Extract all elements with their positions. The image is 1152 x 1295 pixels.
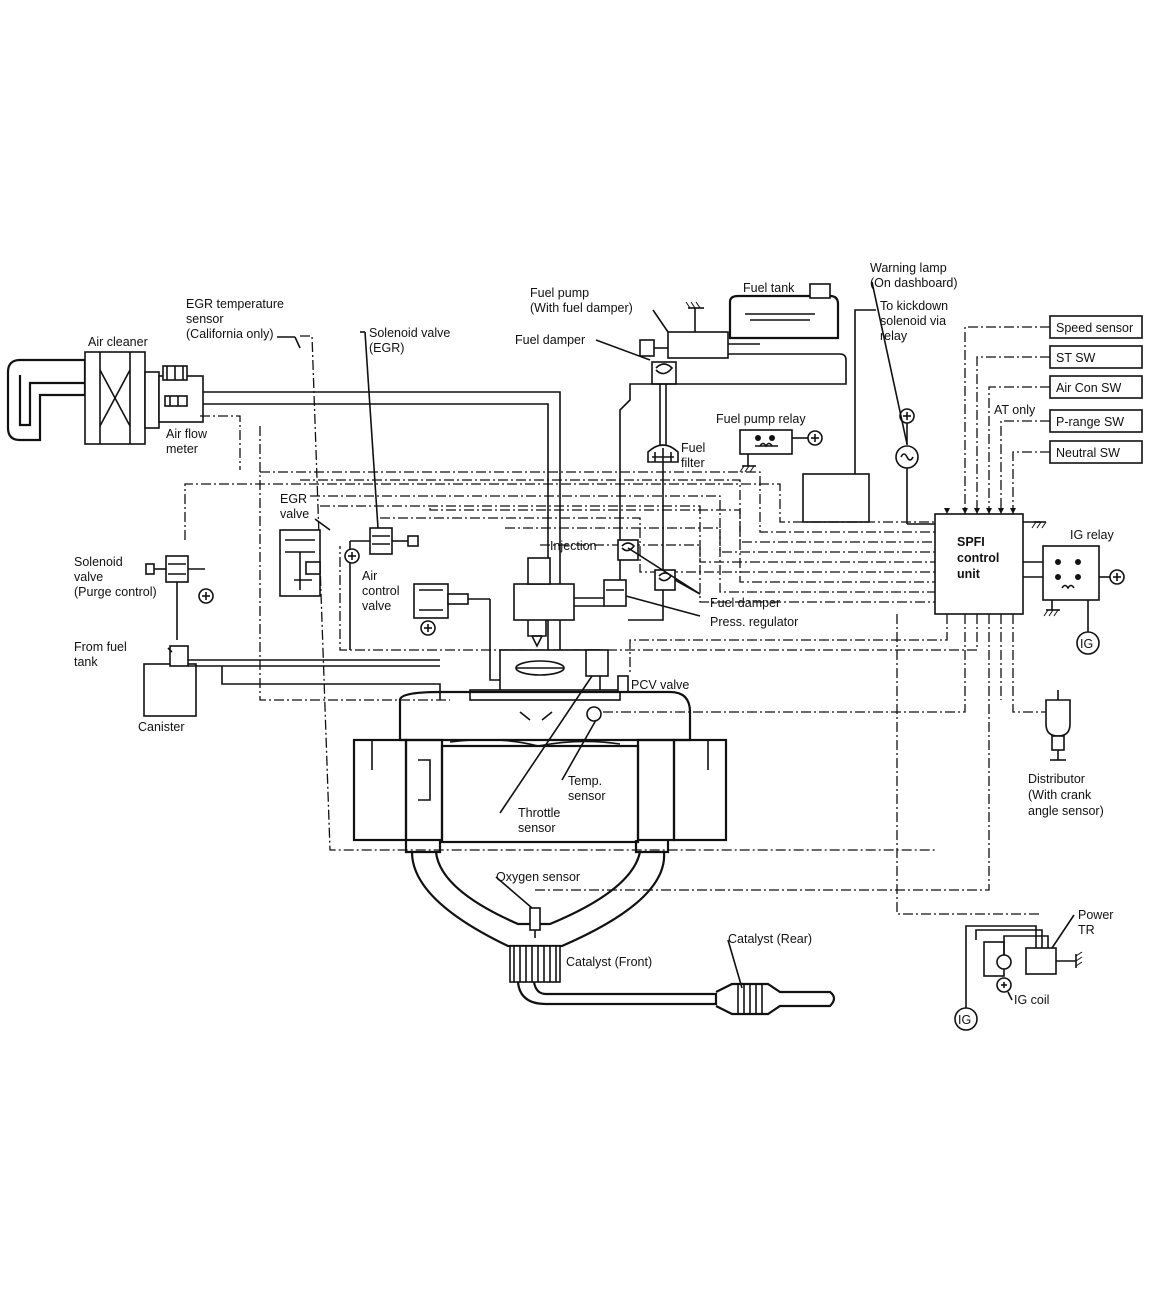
label-solenoid-valve-egr: Solenoid valve (EGR) xyxy=(369,326,454,355)
label-air-cleaner: Air cleaner xyxy=(88,335,148,349)
ig-terminal-bottom xyxy=(954,1007,978,1031)
label-egr-valve: EGR valve xyxy=(280,492,311,521)
label-neutral-sw: Neutral SW xyxy=(1056,446,1120,460)
label-catalyst-rear: Catalyst (Rear) xyxy=(728,932,812,946)
label-egr-temperature-sensor: EGR temperature sensor (California only) xyxy=(186,297,287,341)
throttle-body xyxy=(469,649,621,701)
label-fuel-tank: Fuel tank xyxy=(743,281,795,295)
label-from-fuel-tank: From fuel tank xyxy=(74,640,130,669)
label-ig-coil: IG coil xyxy=(1014,993,1049,1007)
label-fuel-filter: Fuel filter xyxy=(681,441,709,470)
label-solenoid-valve-purge: Solenoid valve (Purge control) xyxy=(74,555,157,599)
fuel-pump xyxy=(667,301,760,359)
label-oxygen-sensor: Oxygen sensor xyxy=(496,870,580,884)
label-press-regulator: Press. regulator xyxy=(710,615,798,629)
label-fuel-pump: Fuel pump (With fuel damper) xyxy=(530,286,633,315)
catalyst-rear xyxy=(737,984,763,1014)
st-switch xyxy=(976,345,1143,514)
p-range-switch xyxy=(1000,409,1143,514)
label-speed-sensor: Speed sensor xyxy=(1056,321,1133,335)
label-air-con-sw: Air Con SW xyxy=(1056,381,1121,395)
label-catalyst-front: Catalyst (Front) xyxy=(566,955,652,969)
fuel-pump-relay xyxy=(739,429,823,473)
label-ig-relay: IG relay xyxy=(1070,528,1115,542)
label-st-sw: ST SW xyxy=(1056,351,1096,365)
canister xyxy=(143,645,440,717)
label-air-flow-meter: Air flow meter xyxy=(166,427,210,456)
label-kickdown: To kickdown solenoid via relay xyxy=(880,299,952,343)
ig-relay xyxy=(1042,545,1125,632)
air-flow-meter xyxy=(158,365,204,423)
pcv-valve xyxy=(617,675,629,693)
label-spfi-control-unit: SPFI control unit xyxy=(957,535,1003,581)
label-temp-sensor: Temp. sensor xyxy=(568,774,606,803)
solenoid-valve-purge xyxy=(145,555,205,640)
fuel-tank xyxy=(728,283,840,340)
power-transistor xyxy=(1025,947,1083,975)
label-fuel-damper: Fuel damper xyxy=(710,596,780,610)
label-pcv-valve: PCV valve xyxy=(631,678,689,692)
engine-block xyxy=(352,690,728,844)
distributor xyxy=(1045,690,1071,761)
spfi-control-unit xyxy=(934,513,1024,615)
egr-valve xyxy=(279,529,321,597)
kickdown-relay-box xyxy=(802,473,870,523)
injector xyxy=(513,557,604,648)
air-control-valve xyxy=(413,583,510,681)
label-p-range-sw: P-range SW xyxy=(1056,415,1124,429)
label-canister: Canister xyxy=(138,720,185,734)
oxygen-sensor xyxy=(529,907,541,938)
exhaust-pipe xyxy=(516,981,836,1016)
speed-sensor-switch xyxy=(964,315,1143,514)
neutral-switch xyxy=(1012,440,1143,514)
label-air-control-valve: Air control valve xyxy=(362,569,403,613)
air-con-switch xyxy=(988,375,1143,514)
label-ig-top: IG xyxy=(1080,637,1093,651)
catalyst-front xyxy=(509,945,561,983)
label-at-only: AT only xyxy=(994,403,1036,417)
label-fuel-damper-top: Fuel damper xyxy=(515,333,585,347)
warning-lamp xyxy=(895,408,935,525)
label-injection: Injection xyxy=(550,539,597,553)
pressure-regulator xyxy=(603,579,627,607)
fuel-filter xyxy=(647,384,679,463)
ig-terminal-top xyxy=(1076,631,1100,655)
label-warning-lamp: Warning lamp (On dashboard) xyxy=(870,261,958,290)
label-power-tr: Power TR xyxy=(1078,908,1117,937)
label-fuel-pump-relay: Fuel pump relay xyxy=(716,412,806,426)
label-ig-bottom: IG xyxy=(958,1013,971,1027)
ig-coil xyxy=(983,941,1012,993)
label-distributor: Distributor (With crank angle sensor) xyxy=(1028,772,1104,818)
air-cleaner xyxy=(6,351,160,445)
label-throttle-sensor: Throttle sensor xyxy=(518,806,564,835)
